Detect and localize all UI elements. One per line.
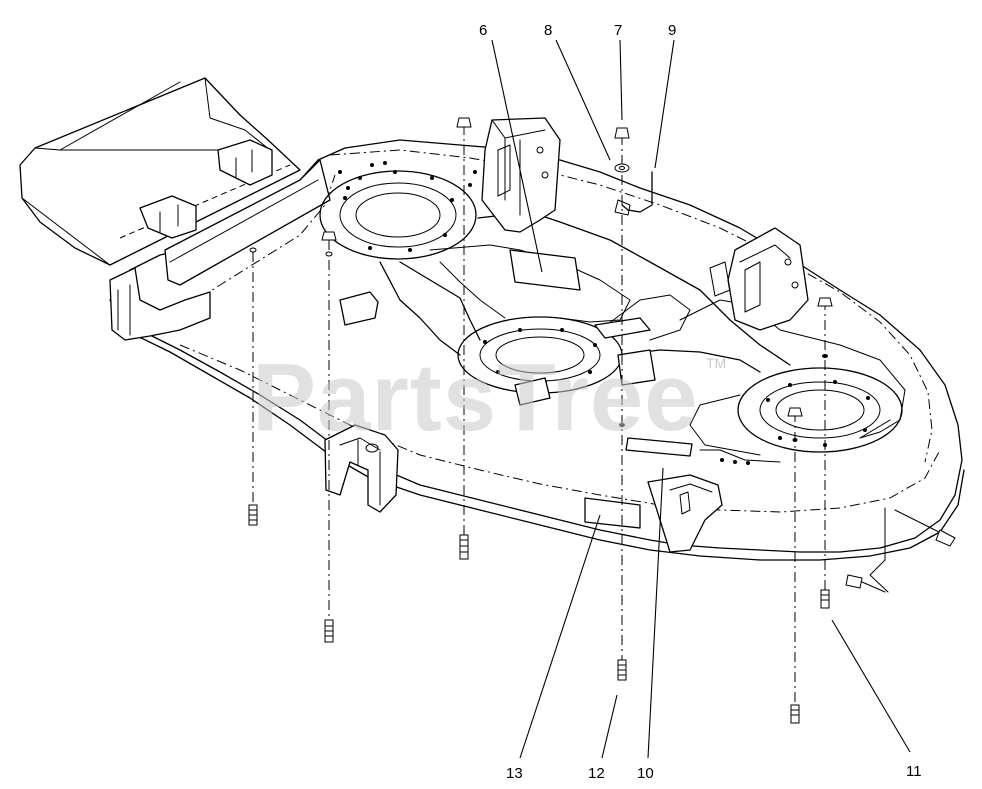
callout-12: 12 (588, 765, 605, 782)
deck-top-plate (319, 161, 906, 465)
callout-8: 8 (544, 22, 552, 39)
watermark: PartsTree TM (252, 344, 726, 451)
leader-lines (491, 39, 911, 759)
callout-6: 6 (479, 22, 487, 39)
callout-labels: 6 8 7 9 13 12 10 11 (479, 22, 922, 782)
callout-11: 11 (906, 763, 922, 780)
rear-corner-parts (845, 507, 956, 593)
front-bracket-left (324, 424, 399, 513)
lift-bracket-right (709, 227, 809, 331)
callout-9: 9 (668, 22, 676, 39)
watermark-text: PartsTree (252, 344, 699, 451)
callout-10: 10 (637, 765, 654, 782)
discharge-chute (19, 77, 301, 266)
callout-7: 7 (614, 22, 622, 39)
callout-13: 13 (506, 765, 523, 782)
small-deck-brackets (339, 291, 656, 406)
front-bracket-right (647, 474, 723, 553)
watermark-trademark: TM (706, 355, 726, 371)
exploded-hardware (248, 117, 833, 724)
